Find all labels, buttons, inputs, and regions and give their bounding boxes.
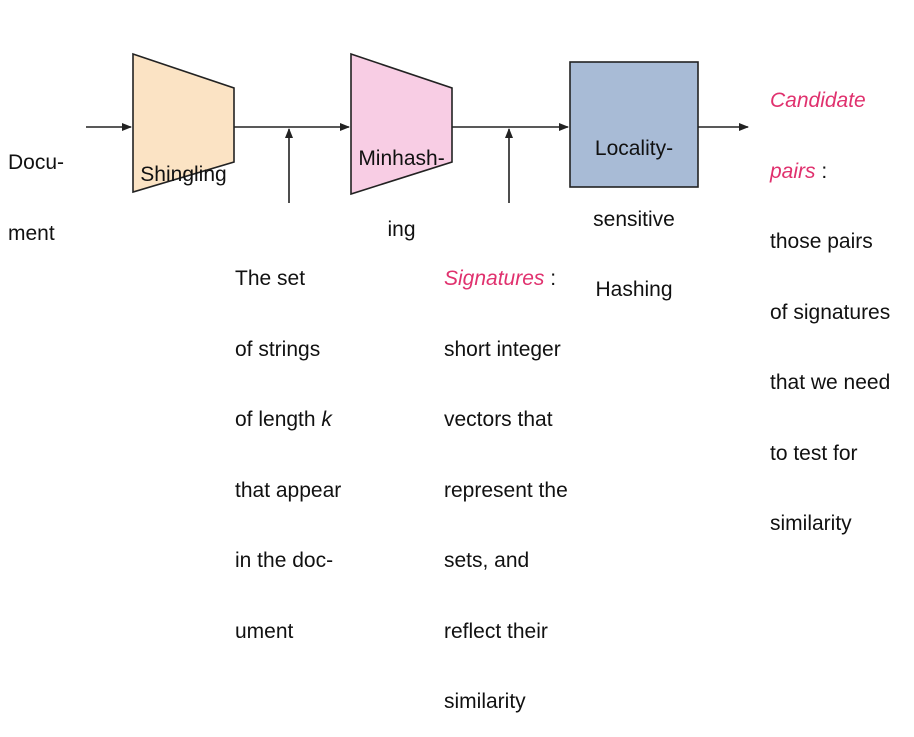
shingling-stage-label: Shingling	[133, 116, 234, 210]
signatures-term: Signatures	[444, 267, 545, 290]
signatures-line7: similarity	[444, 690, 526, 713]
lsh-label-line2: sensitive	[593, 207, 675, 231]
lsh-label-line1: Locality-	[594, 137, 674, 160]
candidates-line7: similarity	[770, 512, 852, 535]
candidates-line5: that we need	[770, 371, 891, 394]
shingles-line6: ument	[235, 619, 294, 643]
signatures-line3: vectors that	[444, 408, 553, 431]
shingles-line4: that appear	[235, 478, 342, 502]
candidates-line4: of signatures	[770, 300, 891, 324]
document-label: Docu- ment	[8, 104, 64, 269]
document-label-line2: ment	[8, 221, 55, 245]
lsh-label-line3: Hashing	[595, 278, 673, 301]
lsh-stage-label: Locality- sensitive Hashing	[570, 90, 698, 325]
signatures-line4: represent the	[444, 478, 568, 502]
minhashing-label-line2: ing	[387, 217, 416, 241]
signatures-line6: reflect their	[444, 619, 548, 643]
shingles-length-variable: k	[321, 408, 332, 431]
shingles-line1: The set	[235, 267, 306, 290]
shingles-line3-prefix: of length	[235, 408, 322, 431]
shingling-stage-shape	[132, 52, 235, 194]
shingles-line5: in the doc-	[235, 549, 334, 572]
shingles-annotation: The set of strings of length k that appe…	[235, 220, 341, 667]
candidates-line6: to test for	[770, 441, 858, 465]
lsh-stage-shape	[569, 61, 699, 188]
document-label-line1: Docu-	[8, 151, 65, 174]
candidates-term-line1: Candidate	[770, 89, 866, 112]
candidates-line3: those pairs	[770, 230, 873, 253]
signatures-colon: :	[544, 267, 557, 290]
candidates-term-line2: pairs	[770, 159, 816, 183]
minhashing-label-line1: Minhash-	[358, 147, 445, 170]
signatures-line5: sets, and	[444, 549, 530, 572]
shingling-label-text: Shingling	[140, 163, 227, 186]
shingles-line3: of length k	[235, 408, 341, 432]
shingles-line2: of strings	[235, 337, 321, 361]
candidates-colon: :	[815, 159, 828, 183]
candidates-annotation: Candidate pairs : those pairs of signatu…	[770, 42, 890, 559]
pipeline-diagram	[86, 52, 749, 203]
candidates-line2: pairs :	[770, 160, 890, 184]
signatures-line1: Signatures :	[444, 267, 568, 291]
signatures-line2: short integer	[444, 337, 561, 361]
minhashing-stage-shape	[350, 52, 453, 196]
signatures-annotation: Signatures : short integer vectors that …	[444, 220, 568, 737]
minhashing-stage-label: Minhash- ing	[351, 100, 452, 265]
